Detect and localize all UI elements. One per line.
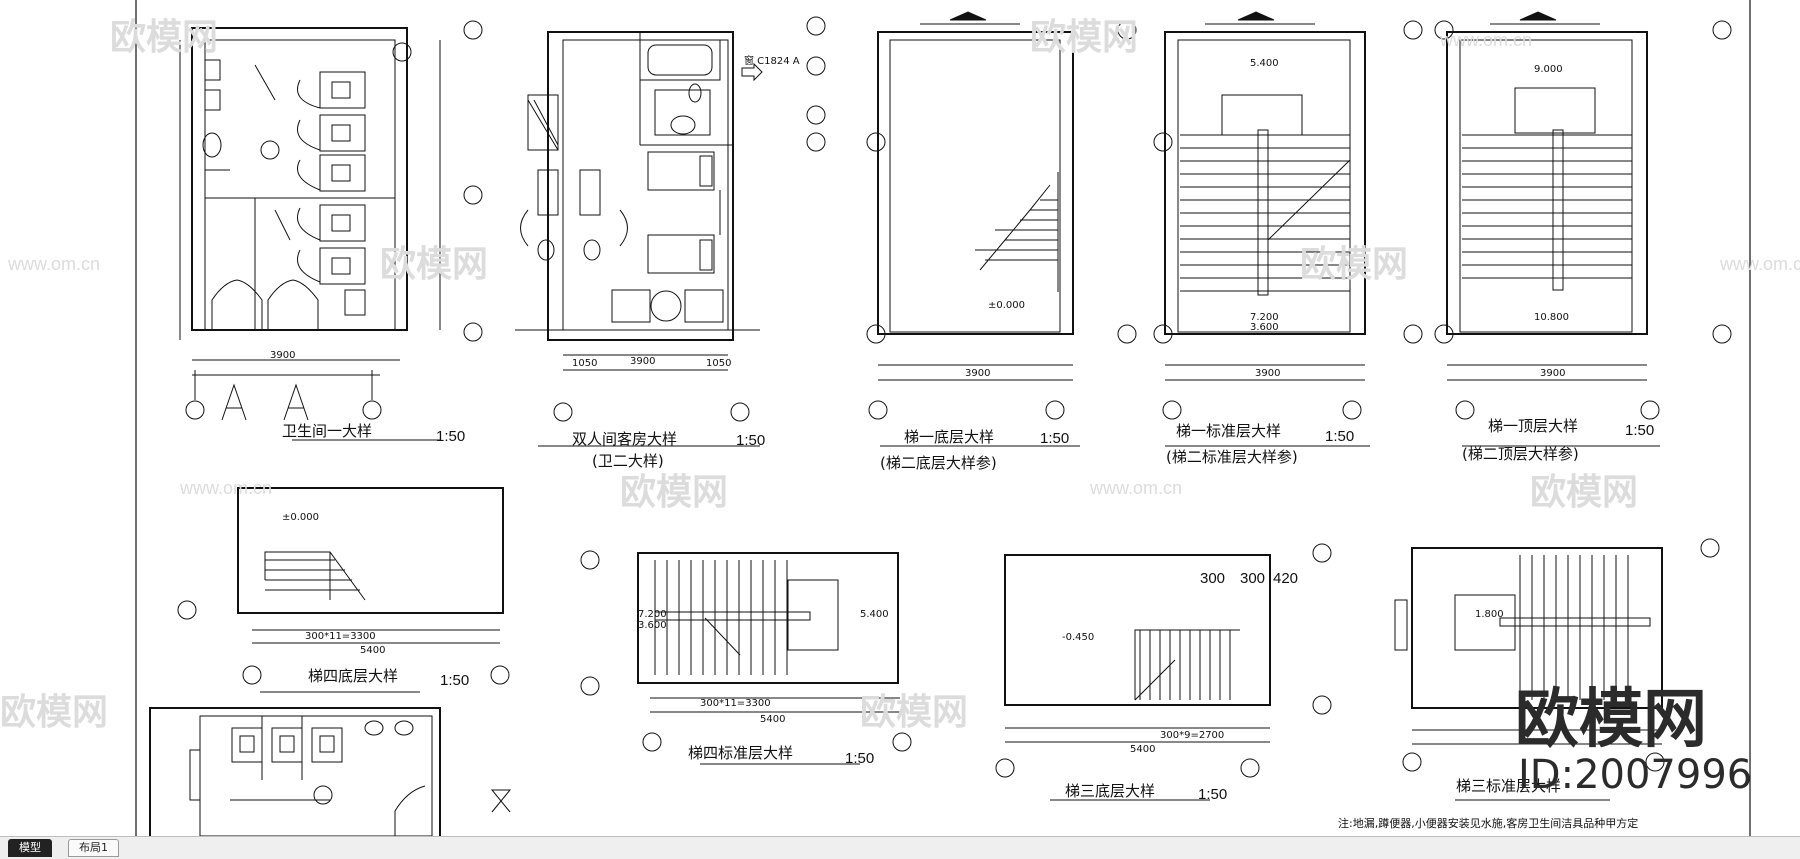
layout-tab-bar: 模型 布局1 [0,836,1800,859]
elevation-text: 5.400 [860,609,889,620]
dim-text: 1050 [706,358,732,369]
dim-text: 3900 [1540,368,1566,379]
watermark-logo: 欧模网 [1030,17,1139,58]
dim-text: 1050 [572,358,598,369]
watermark-logo: 欧模网 [1300,244,1409,285]
title-stair3-ground: 梯三底层大样 [1065,782,1156,800]
cad-linework [135,0,1751,836]
elevation-text: 5.400 [1250,58,1279,69]
scale-stair1-standard: 1:50 [1325,428,1355,445]
dim-text-large: 420 [1273,570,1299,587]
watermark-url: www.om.cn [1090,478,1183,498]
dim-text: 3900 [270,350,296,361]
dim-text: 3900 [1255,368,1281,379]
elevation-text: ±0.000 [988,300,1026,311]
scale-double-room: 1:50 [736,432,766,449]
subtitle-double-room: (卫二大样) [592,452,664,470]
dim-text: 3900 [630,356,656,367]
stair4-ground-plan [177,487,510,693]
subtitle-stair1-ground: (梯二底层大样参) [880,454,997,472]
dim-text: 300*11=3300 [700,698,771,709]
stair3-ground-plan [995,543,1332,801]
elevation-text: 3.600 [638,620,667,631]
watermark-logo: 欧模网 [0,692,109,733]
scale-stair1-ground: 1:50 [1040,430,1070,447]
watermark-url: www.om.cn [8,254,101,274]
dim-text: 5400 [760,714,786,725]
scale-stair3-ground: 1:50 [1198,786,1228,803]
elevation-text: ±0.000 [282,512,320,523]
dim-text: 3900 [965,368,991,379]
cad-drawing-canvas[interactable]: 欧模网 欧模网 欧模网 欧模网 欧模网 欧模网 欧模网 欧模网 www.om.c… [0,0,1800,836]
stair1-top-plan [1434,11,1732,447]
watermark-url: www.om.cn [1720,254,1800,274]
subtitle-stair1-standard: (梯二标准层大样参) [1166,448,1298,466]
watermark-url: www.om.cn [1440,30,1533,50]
double-room-plan [515,16,826,447]
dim-text: 5400 [1130,744,1156,755]
elevation-text: 10.800 [1534,312,1569,323]
restroom-1-plan [179,20,483,441]
elevation-text: 9.000 [1534,64,1563,75]
window-tag: 窗 C1824 A [744,56,800,67]
title-stair3-standard: 梯三标准层大样 [1456,777,1562,795]
dim-text: 300*9=2700 [1160,730,1225,741]
scale-stair4-standard: 1:50 [845,750,875,767]
elevation-text: 3.600 [1250,322,1279,333]
title-stair1-top: 梯一顶层大样 [1488,417,1579,435]
title-stair4-ground: 梯四底层大样 [308,667,399,685]
title-double-room: 双人间客房大样 [572,430,678,448]
watermark-logo: 欧模网 [380,244,489,285]
subtitle-stair1-top: (梯二顶层大样参) [1462,445,1579,463]
tab-model[interactable]: 模型 [8,839,52,857]
stair1-ground-plan [866,11,1137,447]
watermark-logo: 欧模网 [860,692,969,733]
title-restroom-1: 卫生间一大样 [282,422,373,440]
scale-restroom-1: 1:50 [436,428,466,445]
dim-text-large: 300 [1240,570,1266,587]
watermark-logo: 欧模网 [110,17,219,58]
dim-text: 5400 [360,645,386,656]
brand-id: ID:2007996 [1518,752,1753,798]
title-stair4-standard: 梯四标准层大样 [688,744,794,762]
brand-name: 欧模网 [1515,683,1707,757]
elevation-text: 7.200 [1250,312,1279,323]
scale-stair4-ground: 1:50 [440,672,470,689]
dim-text: 300*11=3300 [305,631,376,642]
tab-layout1[interactable]: 布局1 [68,839,119,857]
restroom-bottom-plan [149,707,512,836]
elevation-text: 1.800 [1475,609,1504,620]
stair3-standard-plan [1394,538,1720,801]
stair1-standard-plan [1153,11,1423,447]
title-stair1-ground: 梯一底层大样 [904,428,995,446]
title-stair1-standard: 梯一标准层大样 [1176,422,1282,440]
dim-text-large: 300 [1200,570,1226,587]
watermark-logo: 欧模网 [620,472,729,513]
general-note: 注:地漏,蹲便器,小便器安装见水施,客房卫生间洁具品种甲方定 [1338,817,1639,830]
elevation-text: -0.450 [1062,632,1095,643]
watermark-url: www.om.cn [180,478,273,498]
stair4-standard-plan [580,550,912,765]
scale-stair1-top: 1:50 [1625,422,1655,439]
elevation-text: 7.200 [638,609,667,620]
watermark-logo: 欧模网 [1530,472,1639,513]
